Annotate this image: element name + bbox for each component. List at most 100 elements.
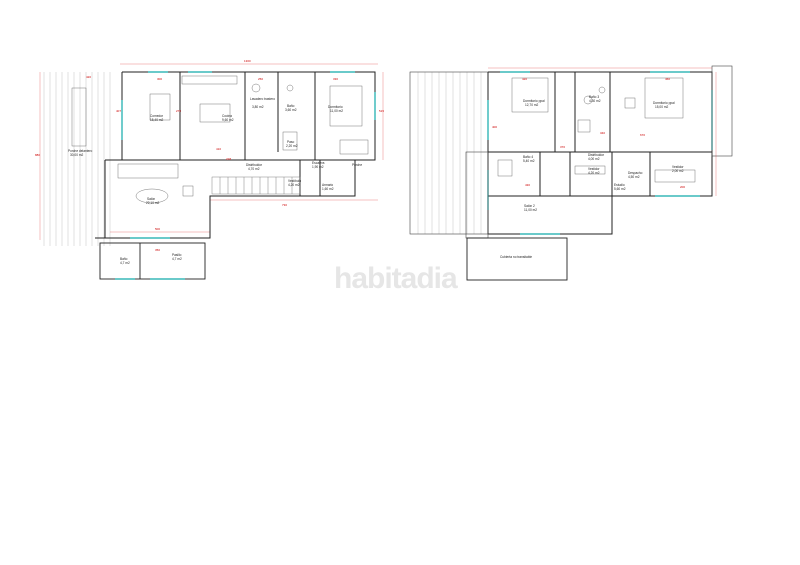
armchair	[182, 185, 194, 197]
room-area: 5,40 m2	[523, 159, 535, 163]
room-area: 30,00 m2	[70, 153, 84, 157]
dim-label: 400	[492, 125, 497, 129]
dim-label: 250	[258, 77, 263, 81]
room-area: 2,20 m2	[286, 144, 298, 148]
first-room-labels: Dormitorio ppal 12,70 m2 Baño 3 4,30 m2 …	[500, 95, 684, 259]
ground-walls	[95, 71, 376, 239]
room-label: Dormitorio ppal	[653, 101, 675, 105]
dim-label: 430	[525, 183, 530, 187]
room-area: 4,70 m2	[248, 167, 260, 171]
room-label: Dormitorio ppal	[523, 99, 545, 103]
desk	[654, 169, 696, 183]
room-label: Lavadero trastero	[250, 97, 275, 101]
room-area: 12,70 m2	[525, 103, 539, 107]
ground-dimension-lines	[39, 63, 384, 240]
first-dimension-labels: 420 460 400 670 430 370 200 340	[492, 77, 685, 189]
room-area: 15,40 m2	[150, 118, 164, 122]
room-label: Dormitorio	[328, 105, 343, 109]
kitchen-island	[199, 103, 231, 123]
dim-label: 420	[522, 77, 527, 81]
room-label: Cubierta no transitable	[500, 255, 532, 259]
dim-label: 515	[379, 109, 384, 113]
bed-1	[511, 77, 549, 113]
room-label: Armario	[322, 183, 333, 187]
room-area: 2,00 m2	[672, 169, 684, 173]
dim-label: 350	[155, 248, 160, 252]
shower-2	[497, 159, 513, 177]
room-label: Salón	[147, 197, 155, 201]
dim-label: 407	[116, 109, 121, 113]
dim-label: 200	[680, 185, 685, 189]
ground-stairs	[211, 176, 301, 195]
dim-label: 420	[86, 75, 91, 79]
dim-label: 330	[333, 77, 338, 81]
room-area: 4,50 m2	[628, 175, 640, 179]
ground-floor-plan	[39, 63, 384, 280]
bath-tub	[282, 131, 298, 151]
porch-dining-table	[71, 87, 87, 147]
toilet-1	[598, 86, 606, 94]
shower	[577, 119, 591, 133]
dim-label: 300	[157, 77, 162, 81]
room-label: Vestíbulo	[288, 179, 301, 183]
ground-dimension-labels: 1300 420 300 250 330 880 515 407 270 730…	[35, 59, 384, 252]
ground-furniture	[71, 75, 369, 204]
dim-label: 370	[560, 145, 565, 149]
room-area: 1,60 m2	[322, 187, 334, 191]
room-area: 5,60 m2	[614, 187, 626, 191]
room-area: 4,20 m2	[588, 171, 600, 175]
cabinet	[339, 139, 369, 155]
ground-room-labels: Porche delantero 30,00 m2 Comedor 15,40 …	[68, 97, 362, 265]
terrace-right	[711, 65, 733, 157]
room-label: Vestidor	[672, 165, 684, 169]
dim-label: 500	[155, 227, 160, 231]
room-label: Baño	[287, 104, 295, 108]
room-label: Vestidor	[588, 167, 600, 171]
armchair-2	[624, 97, 636, 109]
room-area: 4,7 m2	[120, 261, 130, 265]
room-label: Porche delantero	[68, 149, 93, 153]
room-label: Porche	[352, 163, 362, 167]
room-label: Despacho	[628, 171, 643, 175]
coffee-table	[135, 188, 169, 204]
room-label: Comedor	[150, 114, 164, 118]
room-area: 3,60 m2	[285, 108, 297, 112]
room-label: Salón 2	[524, 204, 535, 208]
bed-2	[644, 77, 684, 119]
ground-windows	[115, 71, 376, 280]
dim-label: 270	[176, 109, 181, 113]
room-area: 4,00 m2	[588, 157, 600, 161]
room-label: Cocina	[222, 114, 232, 118]
dim-label: 460	[665, 77, 670, 81]
room-area: 4,20 m2	[288, 183, 300, 187]
room-area: 3,80 m2	[252, 105, 264, 109]
watermark-logo: habitadia	[334, 262, 458, 295]
dining-table	[149, 93, 171, 121]
first-floor-plan	[409, 65, 733, 281]
room-area: 4,30 m2	[589, 99, 601, 103]
dim-label: 670	[640, 133, 645, 137]
room-label: Estudio	[614, 183, 625, 187]
room-area: 4,7 m2	[172, 257, 182, 261]
dim-label: 730	[282, 203, 287, 207]
wardrobe	[574, 165, 606, 175]
first-dimension-lines	[488, 67, 717, 196]
room-label: Distribuidor	[246, 163, 263, 167]
kitchen-counter	[181, 75, 238, 85]
roof-boards	[417, 72, 482, 234]
non-walkable-roof	[466, 237, 568, 281]
dim-label: 340	[600, 131, 605, 135]
room-label: Pasillo	[172, 253, 182, 257]
basin-1	[583, 95, 593, 105]
dim-label: 1300	[244, 59, 251, 63]
room-label: Paso	[287, 140, 294, 144]
room-area: 11,00 m2	[524, 208, 537, 212]
room-label: Distribuidor	[588, 153, 605, 157]
room-area: 22,10 m2	[146, 201, 160, 205]
room-label: Escalera	[312, 161, 325, 165]
room-area: 9,60 m2	[222, 118, 234, 122]
dim-label: 410	[216, 147, 221, 151]
sofa	[117, 163, 179, 179]
first-furniture	[497, 77, 696, 183]
